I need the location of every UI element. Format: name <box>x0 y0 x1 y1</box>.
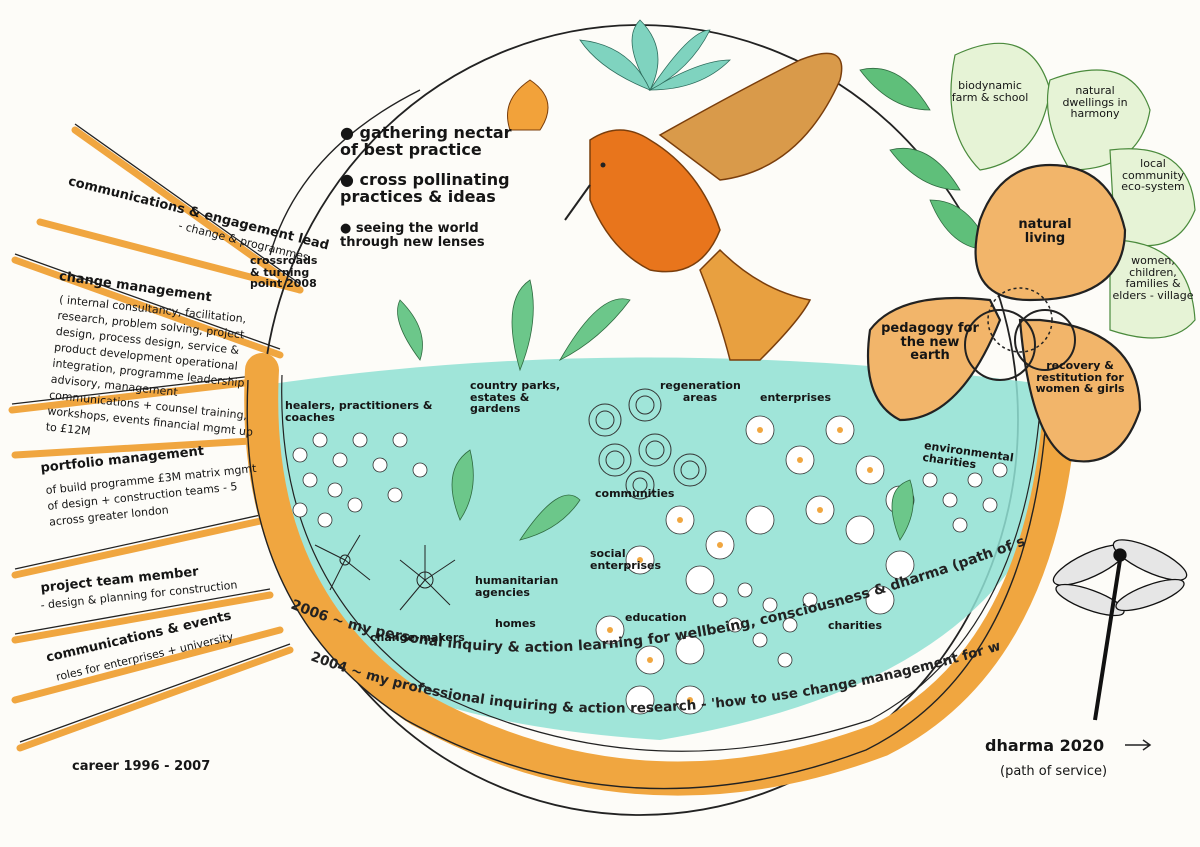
label-healers: healers, practitioners & coaches <box>285 399 433 424</box>
three-petal-flower <box>866 163 1142 463</box>
flower-centres <box>607 427 873 703</box>
leaf-local: local community eco-system <box>1121 157 1185 194</box>
label-social: social enterprises <box>590 547 662 572</box>
top-leaves <box>579 19 731 92</box>
ray-9 <box>16 646 294 752</box>
green-plants <box>397 279 914 541</box>
career-period: career 1996 - 2007 <box>72 759 211 774</box>
ray-2 <box>36 218 304 294</box>
petal-pedagogy <box>866 296 1002 422</box>
bullet-1-text: gathering nectar of best practice <box>340 123 512 159</box>
label-changemakers: change-makers <box>370 631 465 644</box>
dharma-subtitle: (path of service) <box>1000 764 1108 779</box>
label-humanitarian: humanitarian agencies <box>475 574 559 599</box>
orange-leaf <box>507 79 549 131</box>
bullet-1: ● gathering nectar of best practice <box>340 123 512 159</box>
right-leaves <box>950 42 1196 339</box>
ray-8 <box>11 626 284 704</box>
career-rays <box>8 126 304 752</box>
leaf-dwellings: natural dwellings in harmony <box>1062 84 1128 121</box>
label-enterprises: enterprises <box>760 391 832 404</box>
bird <box>564 52 843 361</box>
ray-5 <box>11 436 272 459</box>
ray-3 <box>11 256 284 359</box>
label-parks: country parks, estates & gardens <box>470 379 561 416</box>
bullet-3-text: seeing the world through new lenses <box>340 221 485 250</box>
petal-recovery-text: recovery & restitution for women & girls <box>1035 359 1125 396</box>
petal-natural-living <box>974 163 1127 302</box>
label-communities: communities <box>595 487 675 500</box>
dharma-arrow <box>1125 739 1152 751</box>
ray-4 <box>8 376 274 414</box>
bowl-rim <box>244 353 1077 796</box>
leaf-women: women, children, families & elders - vil… <box>1112 254 1194 302</box>
bullet-2-text: cross pollinating practices & ideas <box>340 170 510 206</box>
label-charities: charities <box>828 619 883 632</box>
label-homes: homes <box>495 617 536 630</box>
changemaker-network <box>314 534 456 611</box>
flower-clusters <box>292 432 1008 668</box>
ray-7 <box>11 591 274 644</box>
leaf-biodynamic: biodynamic farm & school <box>951 79 1029 104</box>
ray-1 <box>71 126 304 294</box>
petal-pedagogy-text: pedagogy for the new earth <box>881 321 979 364</box>
water-area <box>265 357 1050 740</box>
crossroads-label: crossroads & turning point 2008 <box>250 254 318 291</box>
community-spirals <box>588 388 707 500</box>
bullet-2: ● cross pollinating practices & ideas <box>340 170 510 206</box>
dharma-title: dharma 2020 <box>985 736 1105 755</box>
petal-recovery <box>1018 318 1142 463</box>
petal-natural-living-text: natural living <box>1018 217 1072 246</box>
bullet-3: ● seeing the world through new lenses <box>340 221 485 250</box>
dragonfly <box>1052 539 1188 721</box>
ray-6 <box>11 516 269 579</box>
label-regeneration: regeneration areas <box>660 379 741 404</box>
label-education: education <box>625 611 687 624</box>
role-change-detail: ( internal consultancy, facilitation, re… <box>45 292 254 439</box>
